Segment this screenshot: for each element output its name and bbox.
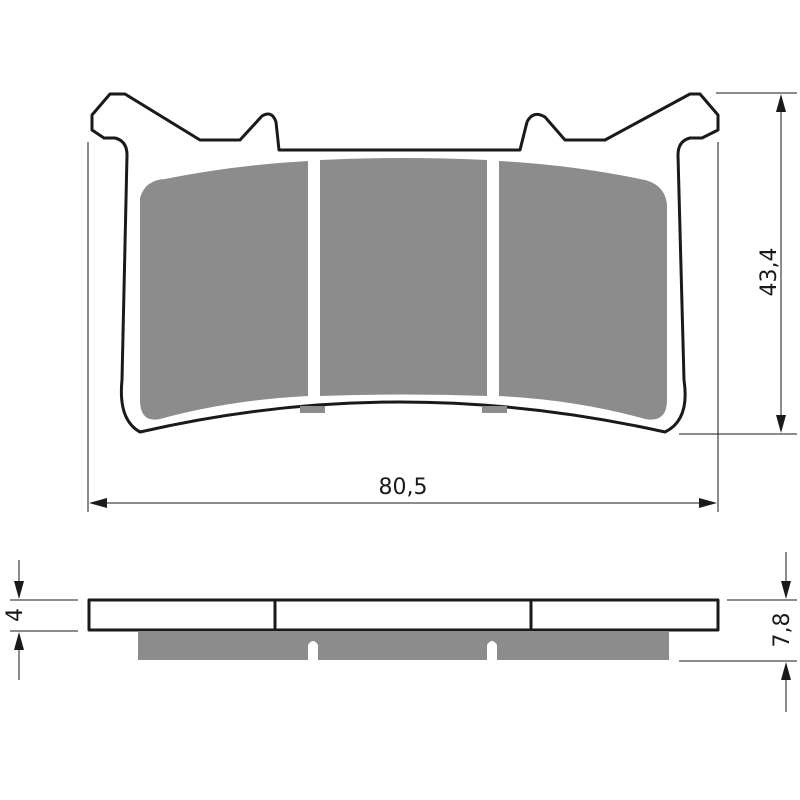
friction-segment-middle [320,158,487,396]
total-thickness-label: 7,8 [770,613,795,648]
arrow-up-icon [776,94,786,112]
height-dimension-label: 43,4 [757,248,782,297]
width-dimension: 80,5 [87,142,719,512]
arrow-down-icon [781,581,791,599]
side-slot-left [308,641,318,661]
arrow-down-icon [14,581,24,599]
friction-segment-left [140,161,308,420]
arrow-up-icon [781,662,791,680]
backing-thickness-dimension: 4 [3,560,78,680]
side-friction-layer [138,632,669,660]
friction-tab-left [300,406,325,413]
front-view [90,92,720,434]
arrow-right-icon [699,498,717,508]
friction-tab-right [482,406,507,413]
arrow-up-icon [14,632,24,650]
arrow-left-icon [89,498,107,508]
side-backing-plate [87,598,720,632]
arrow-down-icon [776,415,786,433]
total-thickness-dimension: 7,8 [679,552,797,712]
height-dimension: 43,4 [679,92,797,435]
width-dimension-label: 80,5 [379,475,428,500]
side-slot-right [487,641,497,661]
side-view [87,598,720,661]
backing-thickness-label: 4 [3,608,28,622]
friction-segment-right [499,161,667,420]
